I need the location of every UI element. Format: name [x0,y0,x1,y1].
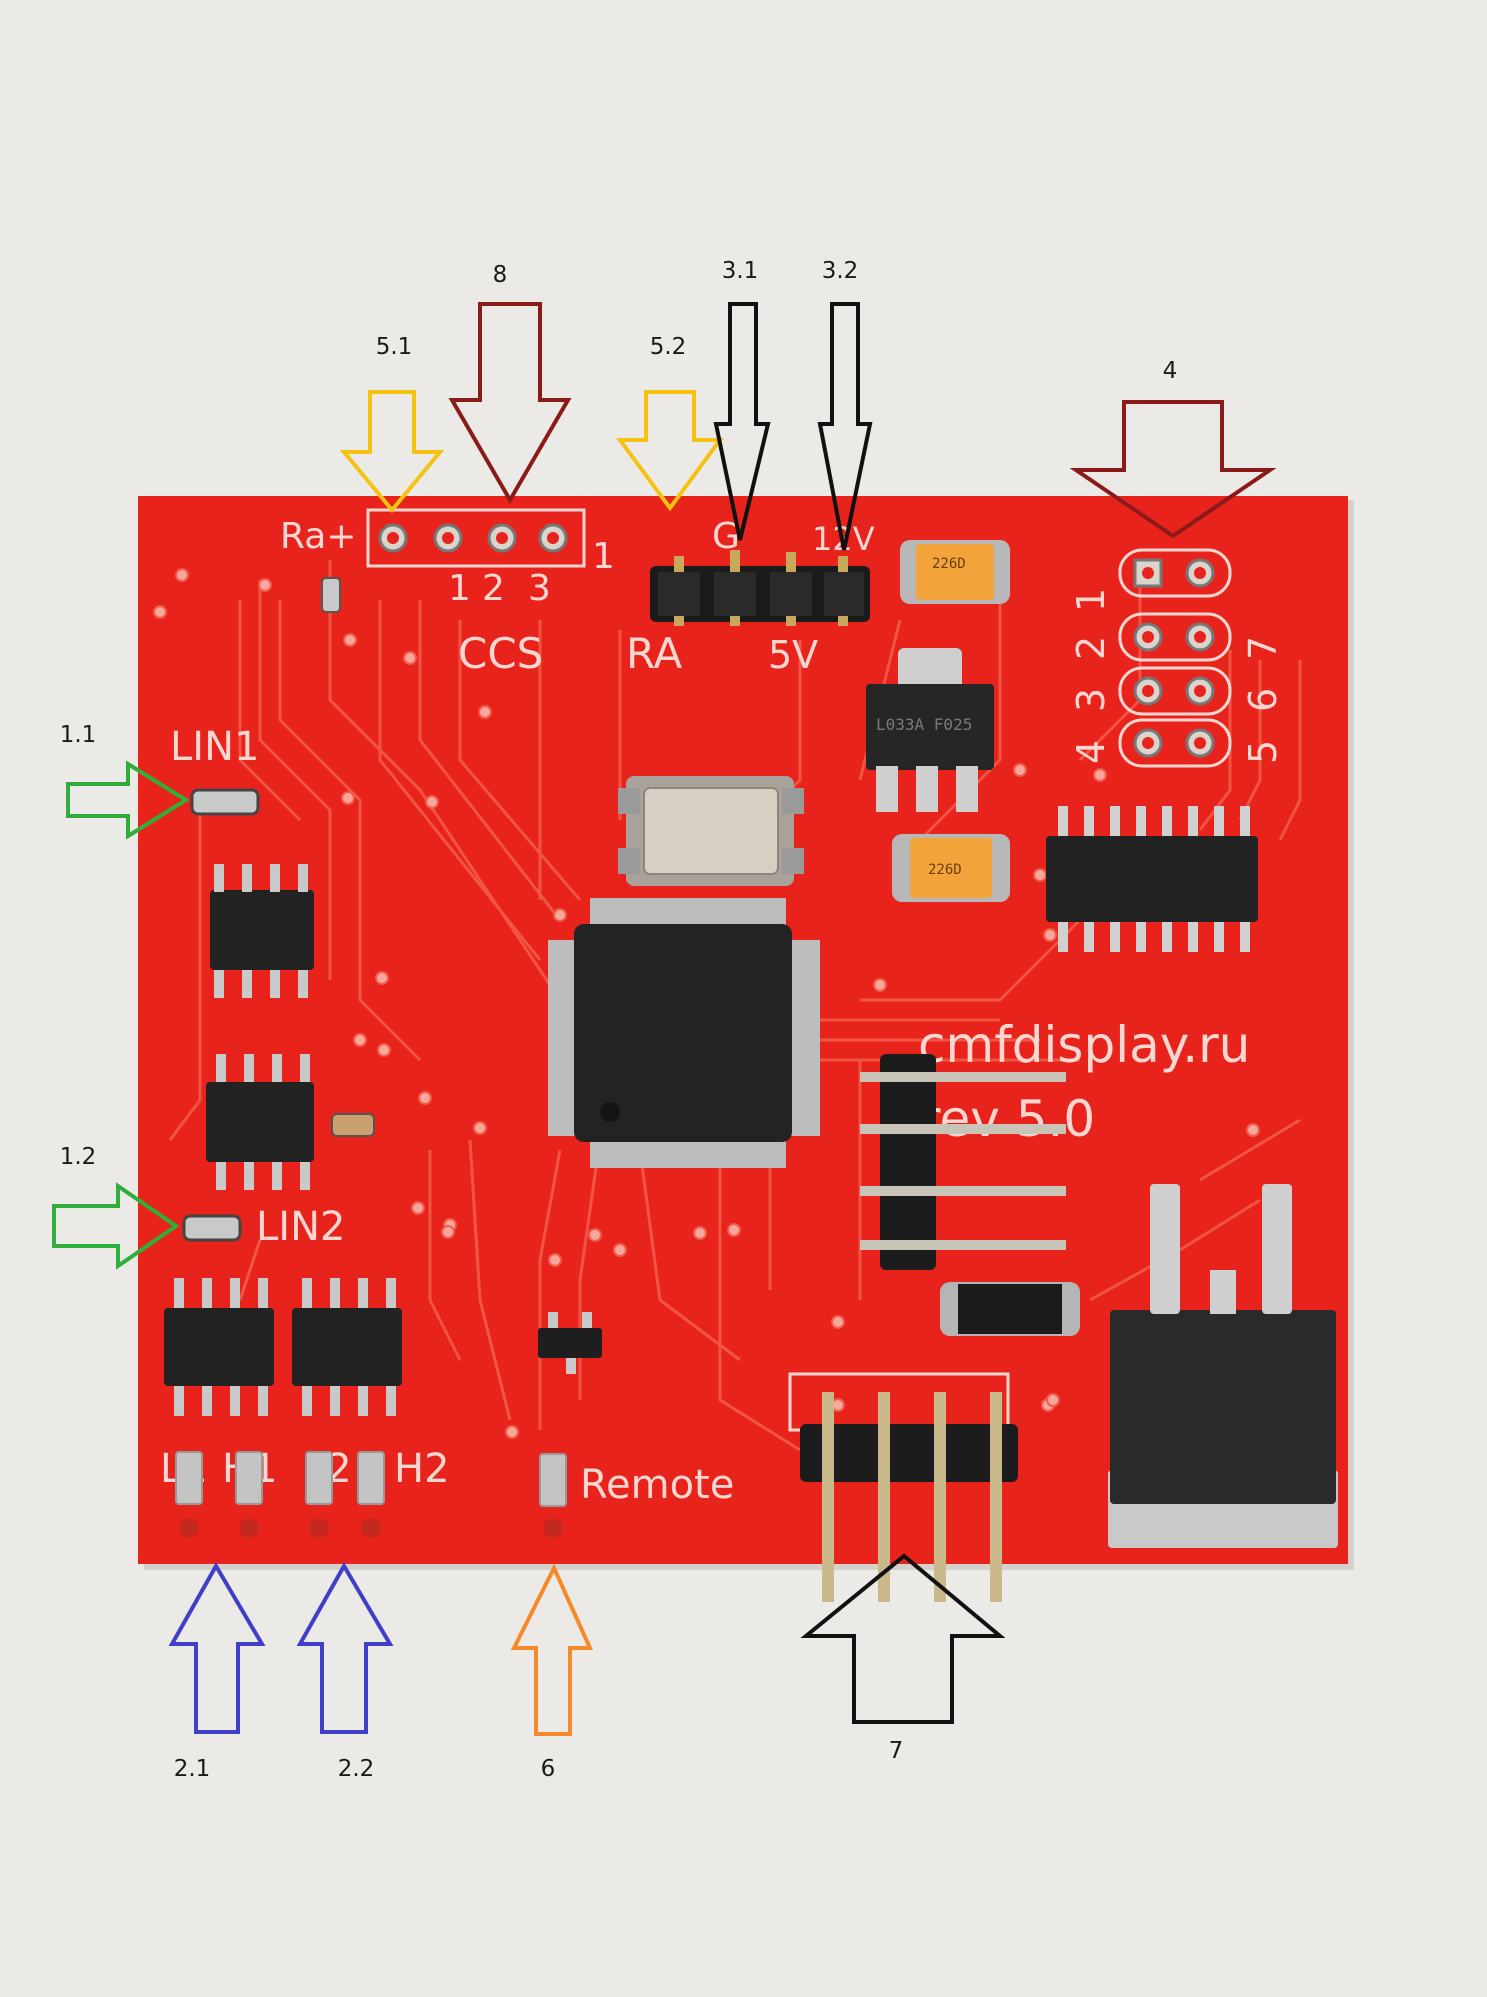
cap-bottom-marking: 226D [928,862,962,878]
lin1-label: LIN1 [170,724,259,770]
arrow-3-2 [817,302,873,551]
callout-4: 4 [1162,358,1178,384]
remote-label: Remote [580,1462,734,1508]
arrow-5-2 [616,390,724,512]
ccs-pin-one-label: 1 [592,536,615,577]
bottom-soic8-left [164,1278,274,1416]
diag-header-pads [1118,548,1232,768]
arrow-6 [510,1563,594,1736]
remote-hole [543,1518,563,1538]
ra-label: RA [626,629,682,678]
regulator-body [866,684,994,770]
arrow-5-1 [339,390,445,514]
qfp-mcu-pin1-dot [600,1102,620,1122]
qfp-mcu-pins [548,898,820,1168]
arrow-7 [800,1553,1006,1724]
ra-plus-label: Ra+ [280,516,356,557]
ccs-pin-1-label: 1 [448,568,471,609]
callout-5-1: 5.1 [375,334,413,360]
right-angle-header-pins [860,1072,1066,1250]
remote-pad [539,1453,567,1507]
soic16-pins [1058,806,1250,952]
diag-pin-2: 2 [1069,636,1113,660]
pcb-vias [153,568,1260,1439]
callout-1-1: 1.1 [59,722,97,748]
smd-resistor-ra [321,577,341,613]
ccs-header-outline [366,508,586,568]
callout-7: 7 [888,1738,904,1764]
smd-lin2-resistor [182,1214,242,1242]
arrow-2-1 [168,1561,266,1734]
regulator-marking: L033A F025 [876,715,972,734]
left-soic8-middle [206,1054,314,1190]
5v-label: 5V [768,633,818,677]
arrow-1-2 [52,1182,180,1270]
callout-3-1: 3.1 [721,258,759,284]
callout-6: 6 [540,1756,556,1782]
smd-lin1-resistor [190,788,260,816]
can-pads [175,1451,385,1505]
arrow-4 [1069,400,1277,539]
power-header-body [650,566,870,622]
d2pak-body [1110,1310,1336,1504]
bottom-header-pins [822,1392,1002,1602]
arrow-3-1 [713,302,771,541]
arrow-1-1 [66,760,190,840]
regulator-tab [898,648,962,694]
ccs-label: CCS [458,629,543,678]
left-soic8-top [210,864,314,998]
soic16-chip [1046,836,1258,922]
callout-2-2: 2.2 [337,1756,375,1782]
callout-5-2: 5.2 [649,334,687,360]
ccs-pin-2-label: 2 [482,568,505,609]
cap-top-marking: 226D [932,556,966,572]
qfp-mcu [574,924,792,1142]
diag-pin-3: 3 [1069,688,1113,712]
arrow-2-2 [296,1561,394,1734]
diag-pin-7: 7 [1241,636,1285,660]
website-label: cmfdisplay.ru [918,1016,1250,1074]
callout-3-2: 3.2 [821,258,859,284]
revision-label: rev 5.0 [920,1090,1095,1148]
d2pak-leads [1150,1184,1292,1314]
arrow-8 [448,302,572,504]
bottom-header-body [800,1424,1018,1482]
h2-label: H2 [394,1446,450,1492]
right-angle-header-body [880,1054,936,1270]
callout-8: 8 [492,262,508,288]
smd-resistor-mid [331,1113,375,1137]
diag-pin-4: 4 [1069,740,1113,764]
callout-2-1: 2.1 [173,1756,211,1782]
diag-pin-6: 6 [1241,688,1285,712]
can-holes [179,1518,381,1538]
sot23-transistor [538,1328,602,1358]
pcb-traces [168,560,1302,1452]
lin2-label: LIN2 [256,1204,345,1250]
regulator-pins [876,766,978,812]
ccs-pin-3-label: 3 [528,568,551,609]
diag-pin-5: 5 [1241,740,1285,764]
bottom-soic8-right [292,1278,402,1416]
diag-pin-1: 1 [1069,588,1113,612]
callout-1-2: 1.2 [59,1144,97,1170]
